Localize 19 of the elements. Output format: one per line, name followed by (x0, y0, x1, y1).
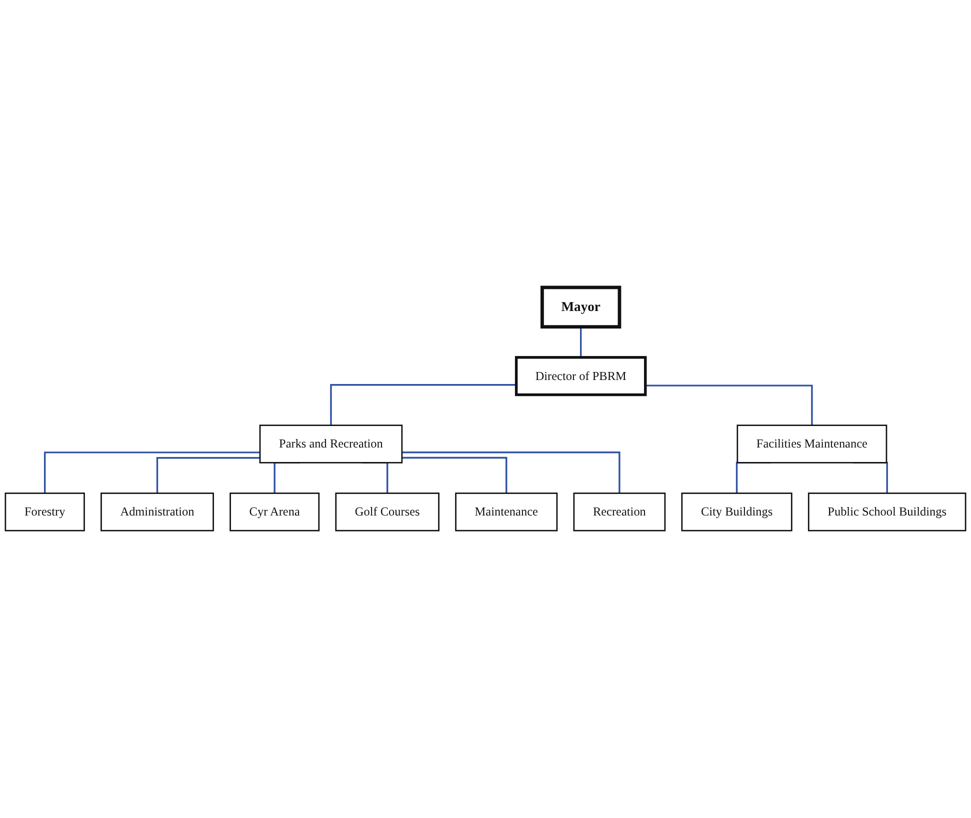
connector (330, 384, 516, 426)
connector (402, 456, 508, 494)
connector (156, 457, 260, 494)
node-box: Recreation (573, 492, 666, 532)
connector (580, 326, 582, 358)
connector (44, 452, 260, 494)
node-box: Director of PBRM (514, 356, 647, 396)
connector (402, 451, 620, 494)
node-box: Mayor (540, 286, 622, 328)
node-box: Cyr Arena (230, 492, 320, 532)
node-box: Golf Courses (335, 492, 440, 532)
node-box: Parks and Recreation (259, 424, 403, 464)
node-box: Maintenance (455, 492, 558, 532)
node-box: Forestry (4, 492, 85, 532)
connector (645, 384, 813, 426)
node-box: Facilities Maintenance (736, 424, 888, 464)
node-box: Public School Buildings (808, 492, 966, 532)
node-box: City Buildings (681, 492, 792, 532)
node-box: Administration (100, 492, 214, 532)
